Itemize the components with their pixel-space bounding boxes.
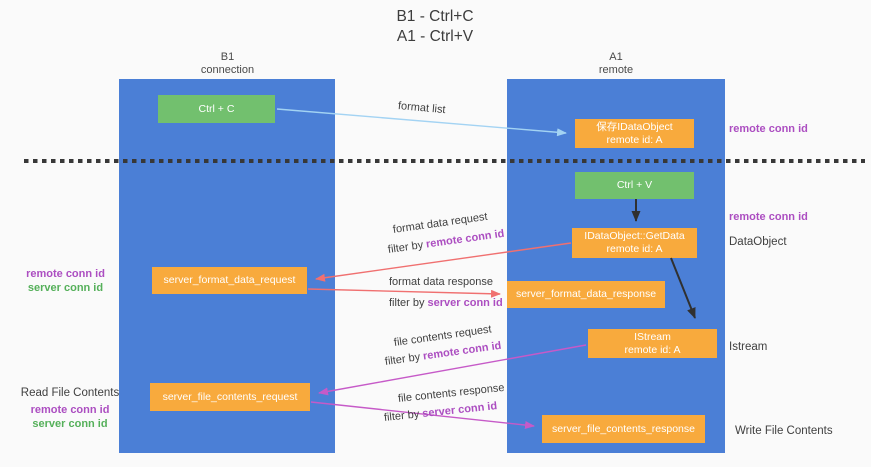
right-remote-conn-id-mid: remote conn id [729, 211, 808, 223]
server-conn-id-ref: server conn id [427, 297, 503, 309]
left-column-role: connection [200, 63, 255, 76]
title-line-2: A1 - Ctrl+V [396, 28, 474, 45]
left-column-name: B1 [220, 51, 235, 63]
right-column-role: remote [598, 63, 634, 76]
filter-prefix: filter by [389, 297, 428, 309]
save-dataobject-line1: 保存IDataObject [596, 120, 673, 133]
right-dataobject-label: DataObject [729, 236, 787, 248]
ctrl-v-label: Ctrl + V [616, 179, 653, 191]
left-remote-conn-id-2: remote conn id [30, 404, 110, 416]
ctrl-c-box: Ctrl + C [158, 95, 275, 123]
server-format-data-response-label: server_format_data_response [515, 288, 657, 300]
server-file-contents-request-label: server_file_contents_request [162, 390, 298, 403]
right-istream-label: Istream [729, 341, 768, 353]
right-column-header: A1 remote [507, 51, 725, 76]
format-data-response-label: format data response [389, 276, 493, 288]
format-list-label: format list [397, 100, 447, 117]
istream-line1: IStream [634, 330, 671, 343]
remote-conn-id-ref: remote conn id [425, 227, 506, 251]
title-line-1: B1 - Ctrl+C [396, 8, 474, 25]
istream-box: IStream remote id: A [588, 329, 717, 358]
right-column-name: A1 [609, 51, 623, 63]
ctrl-c-label: Ctrl + C [198, 102, 235, 115]
left-server-conn-id-2: server conn id [32, 418, 108, 430]
istream-line2: remote id: A [624, 343, 681, 356]
getdata-box: IDataObject::GetData remote id: A [572, 228, 697, 258]
left-remote-conn-id: remote conn id [26, 268, 105, 280]
filter-prefix: filter by [384, 350, 424, 368]
server-file-contents-request-box: server_file_contents_request [150, 383, 310, 411]
left-column-header: B1 connection [120, 51, 335, 76]
left-conn-id-block: remote conn id server conn id [18, 267, 113, 295]
server-format-data-response-box: server_format_data_response [507, 281, 665, 308]
dashed-divider [24, 159, 865, 163]
format-data-response-filter-label: filter by server conn id [389, 297, 503, 309]
server-file-contents-response-box: server_file_contents_response [542, 415, 705, 443]
right-remote-conn-id-top: remote conn id [729, 123, 808, 135]
server-format-data-request-box: server_format_data_request [152, 267, 307, 294]
filter-prefix: filter by [387, 238, 427, 256]
diagram-title: B1 - Ctrl+C A1 - Ctrl+V [330, 7, 540, 47]
left-read-block: Read File Contents remote conn id server… [20, 386, 120, 431]
ctrl-v-box: Ctrl + V [575, 172, 694, 199]
server-format-data-request-label: server_format_data_request [163, 274, 296, 286]
save-dataobject-box: 保存IDataObject remote id: A [575, 119, 694, 148]
arrow-format-data-response [307, 288, 501, 298]
getdata-line2: remote id: A [606, 243, 663, 255]
save-dataobject-line2: remote id: A [606, 133, 663, 146]
right-write-file-contents-label: Write File Contents [735, 425, 833, 437]
server-file-contents-response-label: server_file_contents_response [551, 422, 695, 435]
getdata-line1: IDataObject::GetData [584, 230, 685, 242]
filter-prefix: filter by [383, 408, 423, 424]
server-conn-id-ref: server conn id [421, 400, 498, 420]
left-server-conn-id: server conn id [27, 282, 104, 294]
left-read-file-contents-label: Read File Contents [20, 387, 120, 399]
